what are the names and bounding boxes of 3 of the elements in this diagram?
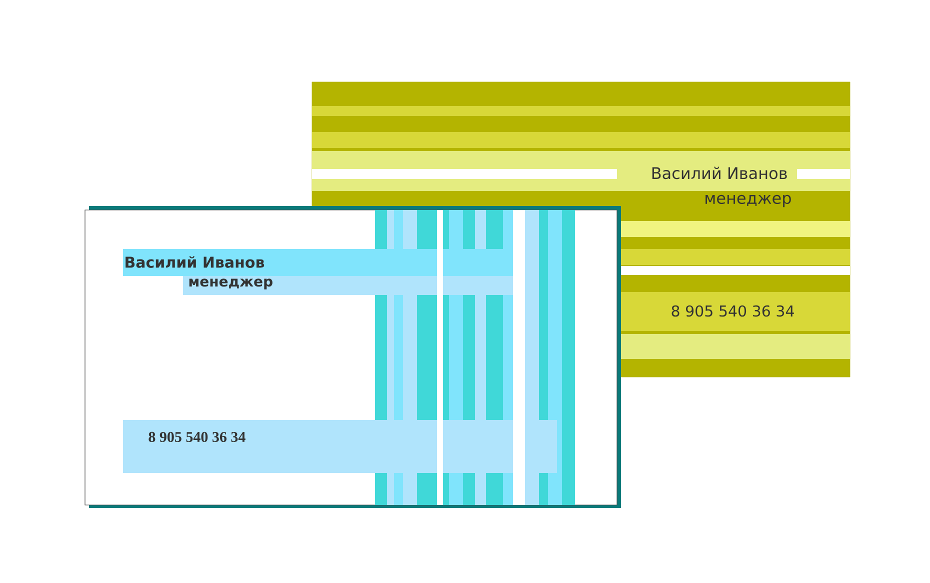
job-title: менеджер	[706, 194, 791, 208]
person-name: Василий Иванов	[652, 166, 787, 180]
phone-number: 8 905 540 36 34	[672, 305, 794, 317]
